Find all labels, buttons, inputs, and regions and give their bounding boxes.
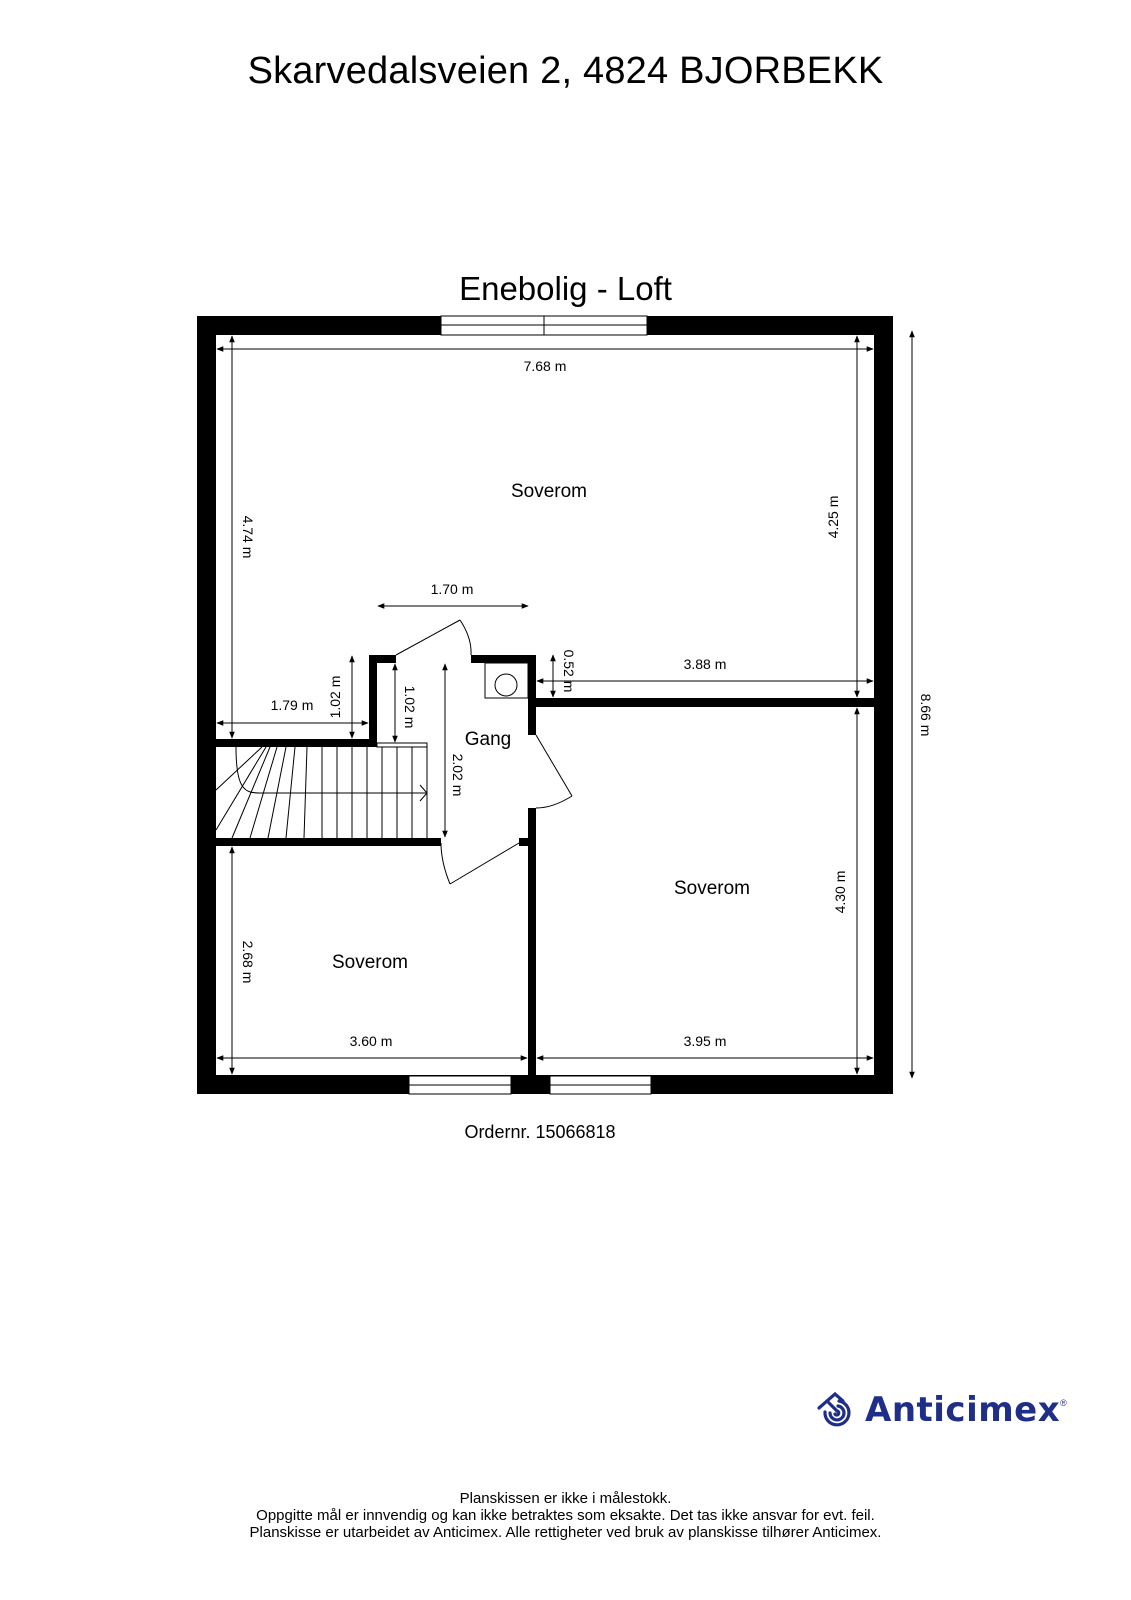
room-label-bottom-right-bedroom: Soverom [674, 878, 750, 899]
dim-bottom-right-width: 3.95 m [684, 1033, 727, 1049]
disclaimer-line-2: Oppgitte mål er innvendig og kan ikke be… [256, 1507, 875, 1524]
interior-walls [216, 655, 874, 1094]
disclaimer-line-3: Planskisse er utarbeidet av Anticimex. A… [249, 1524, 882, 1541]
plan-title: Enebolig - Loft [459, 270, 672, 307]
dim-top-right-width: 3.88 m [684, 656, 727, 672]
dim-total-depth: 8.66 m [918, 694, 934, 737]
room-label-hall: Gang [465, 729, 511, 750]
dim-top-right-height: 4.25 m [825, 496, 841, 539]
dim-stair-top-left-height: 1.02 m [327, 676, 343, 719]
staircase [215, 746, 428, 839]
dim-top-left-height: 4.74 m [240, 516, 256, 559]
stair-landing-edge [376, 742, 428, 748]
room-label-top-bedroom: Soverom [511, 481, 587, 502]
disclaimer-line-1: Planskissen er ikke i målestokk. [459, 1490, 672, 1507]
room-label-bottom-left-bedroom: Soverom [332, 952, 408, 973]
dim-stair-top-right-height: 1.02 m [402, 686, 418, 729]
door-bottom-right-bedroom [535, 734, 573, 809]
dimension-lines [216, 330, 915, 1079]
dim-total-width: 7.68 m [524, 358, 567, 374]
dim-hall-height: 2.02 m [450, 754, 466, 797]
window-top [440, 315, 648, 336]
disclaimer: Planskissen er ikke i målestokk. Oppgitt… [0, 1490, 1131, 1541]
door-top-bedroom [395, 619, 472, 656]
door-bottom-left-bedroom [440, 842, 520, 885]
dim-bottom-right-height: 4.30 m [832, 871, 848, 914]
anticimex-logo: Anticimex ® [815, 1388, 1067, 1432]
registered-mark: ® [1060, 1398, 1067, 1408]
dim-chimney-offset: 0.52 m [561, 650, 577, 693]
dim-bottom-left-width: 3.60 m [350, 1033, 393, 1049]
window-bottom-left [408, 1075, 512, 1095]
chimney-icon [484, 662, 529, 699]
dim-hall-top-width: 1.70 m [431, 581, 474, 597]
order-number: Ordernr. 15066818 [464, 1122, 616, 1142]
address-title: Skarvedalsveien 2, 4824 BJORBEKK [247, 50, 884, 92]
window-bottom-right [549, 1075, 652, 1095]
dim-bottom-left-height: 2.68 m [240, 941, 256, 984]
dim-stair-left-width: 1.79 m [271, 697, 314, 713]
brand-name: Anticimex [865, 1390, 1061, 1430]
anticimex-spiral-icon [817, 1391, 851, 1427]
